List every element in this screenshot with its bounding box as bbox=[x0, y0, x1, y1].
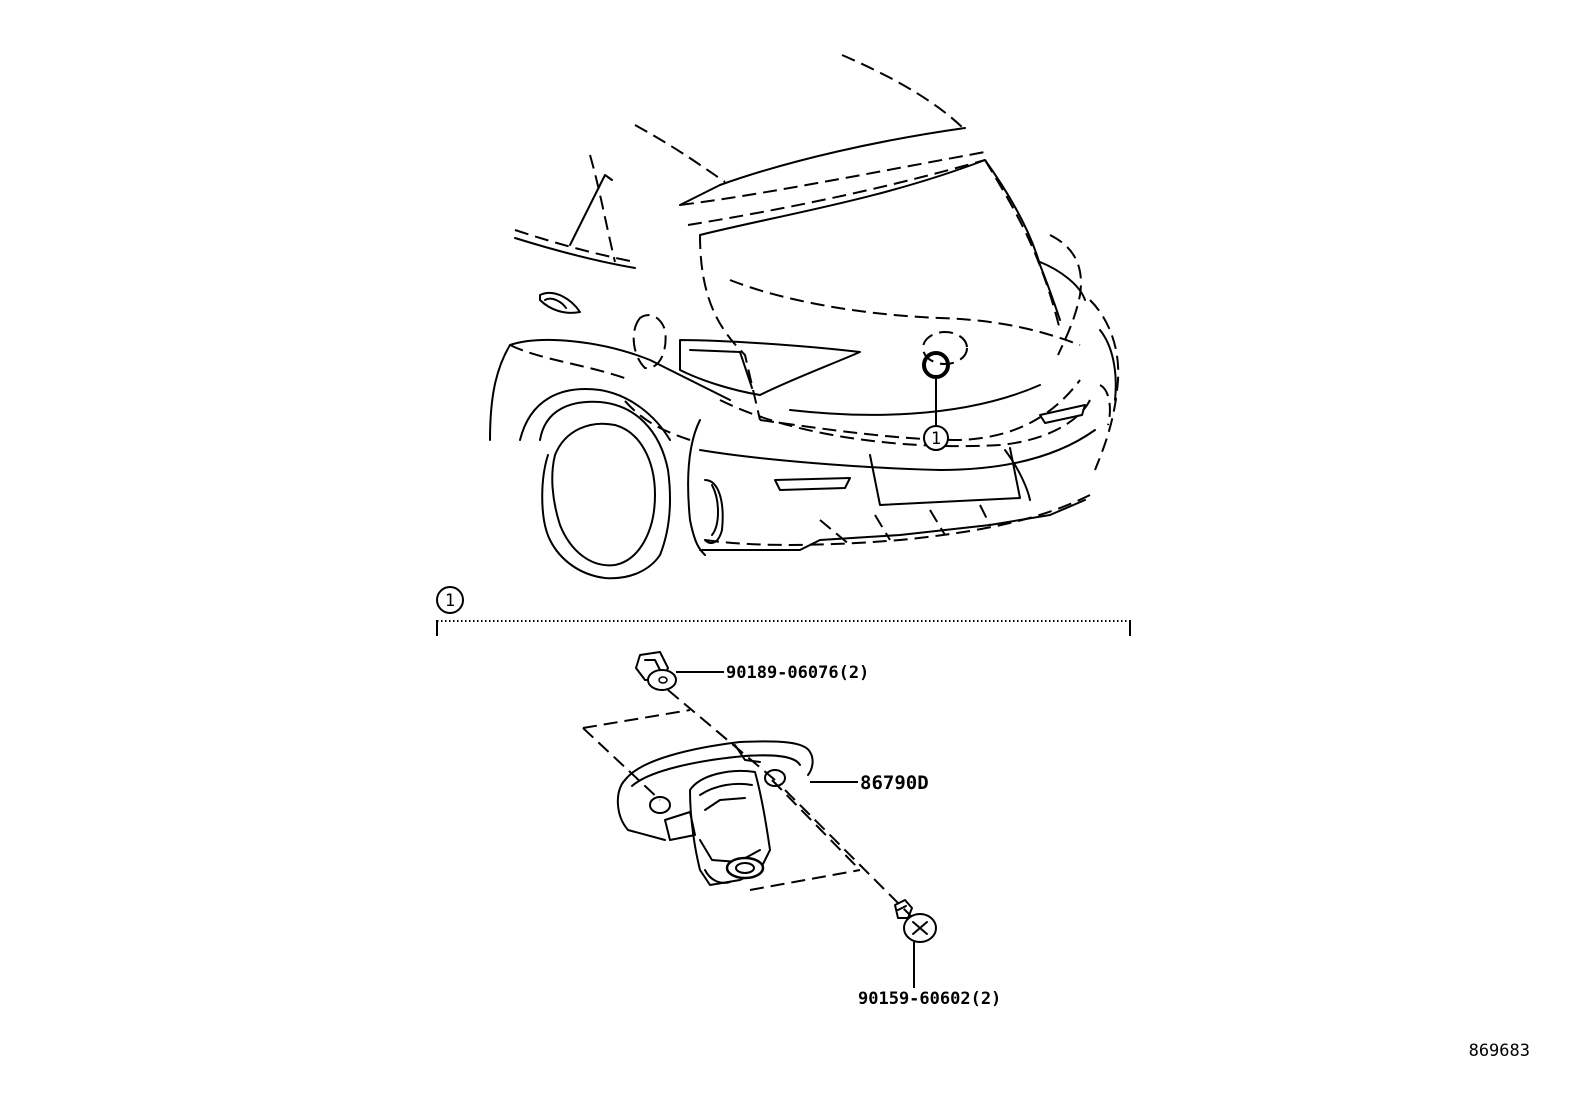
illustration-id: 869683 bbox=[1469, 1041, 1530, 1061]
section-bracket: 1 bbox=[436, 586, 1131, 636]
screw-part-number: 90159-60602(2) bbox=[858, 989, 1001, 1009]
camera-assembly-part bbox=[582, 709, 861, 891]
vehicle-rear-illustration bbox=[489, 54, 1120, 580]
clip-part bbox=[635, 651, 677, 691]
clip-part-number: 90189-06076(2) bbox=[726, 663, 869, 683]
callout-1-vehicle: 1 bbox=[923, 425, 949, 451]
section-callout-label: 1 bbox=[445, 591, 455, 611]
callout-1-vehicle-label: 1 bbox=[931, 429, 941, 449]
camera-assembly-part-number: 86790D bbox=[860, 772, 929, 794]
screw-part bbox=[894, 899, 937, 943]
